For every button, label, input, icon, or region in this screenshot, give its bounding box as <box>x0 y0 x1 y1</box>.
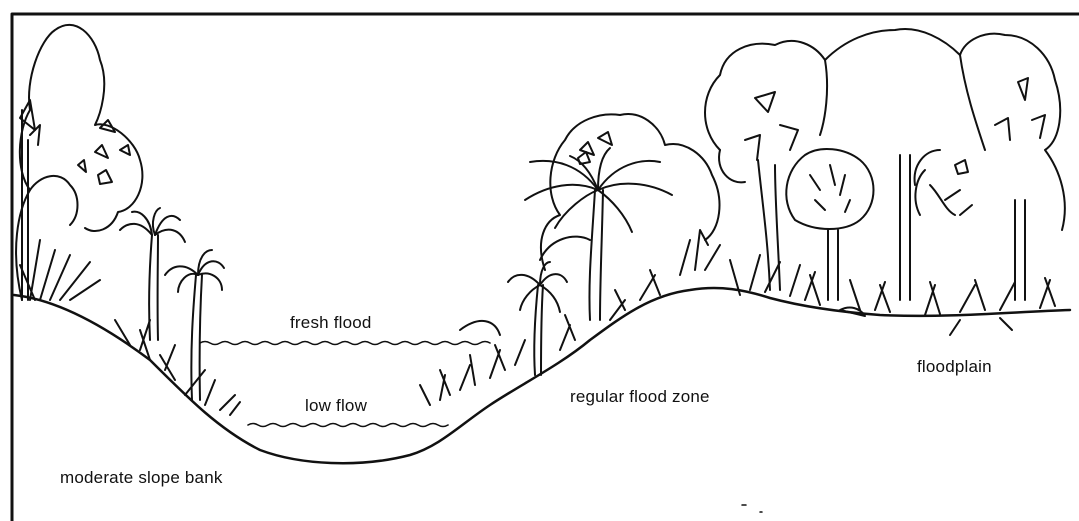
low-flow-label: low flow <box>305 396 367 416</box>
paper-speck <box>742 505 762 512</box>
low-flow-line <box>248 424 448 427</box>
left-bank-trees <box>16 25 240 415</box>
fresh-flood-line <box>200 342 490 345</box>
floodplain-forest <box>705 29 1065 335</box>
regular-flood-zone-vegetation <box>420 114 720 405</box>
regular-flood-zone-label: regular flood zone <box>570 387 710 407</box>
moderate-slope-bank-label: moderate slope bank <box>60 468 223 488</box>
floodplain-label: floodplain <box>917 357 992 377</box>
fresh-flood-label: fresh flood <box>290 313 372 333</box>
